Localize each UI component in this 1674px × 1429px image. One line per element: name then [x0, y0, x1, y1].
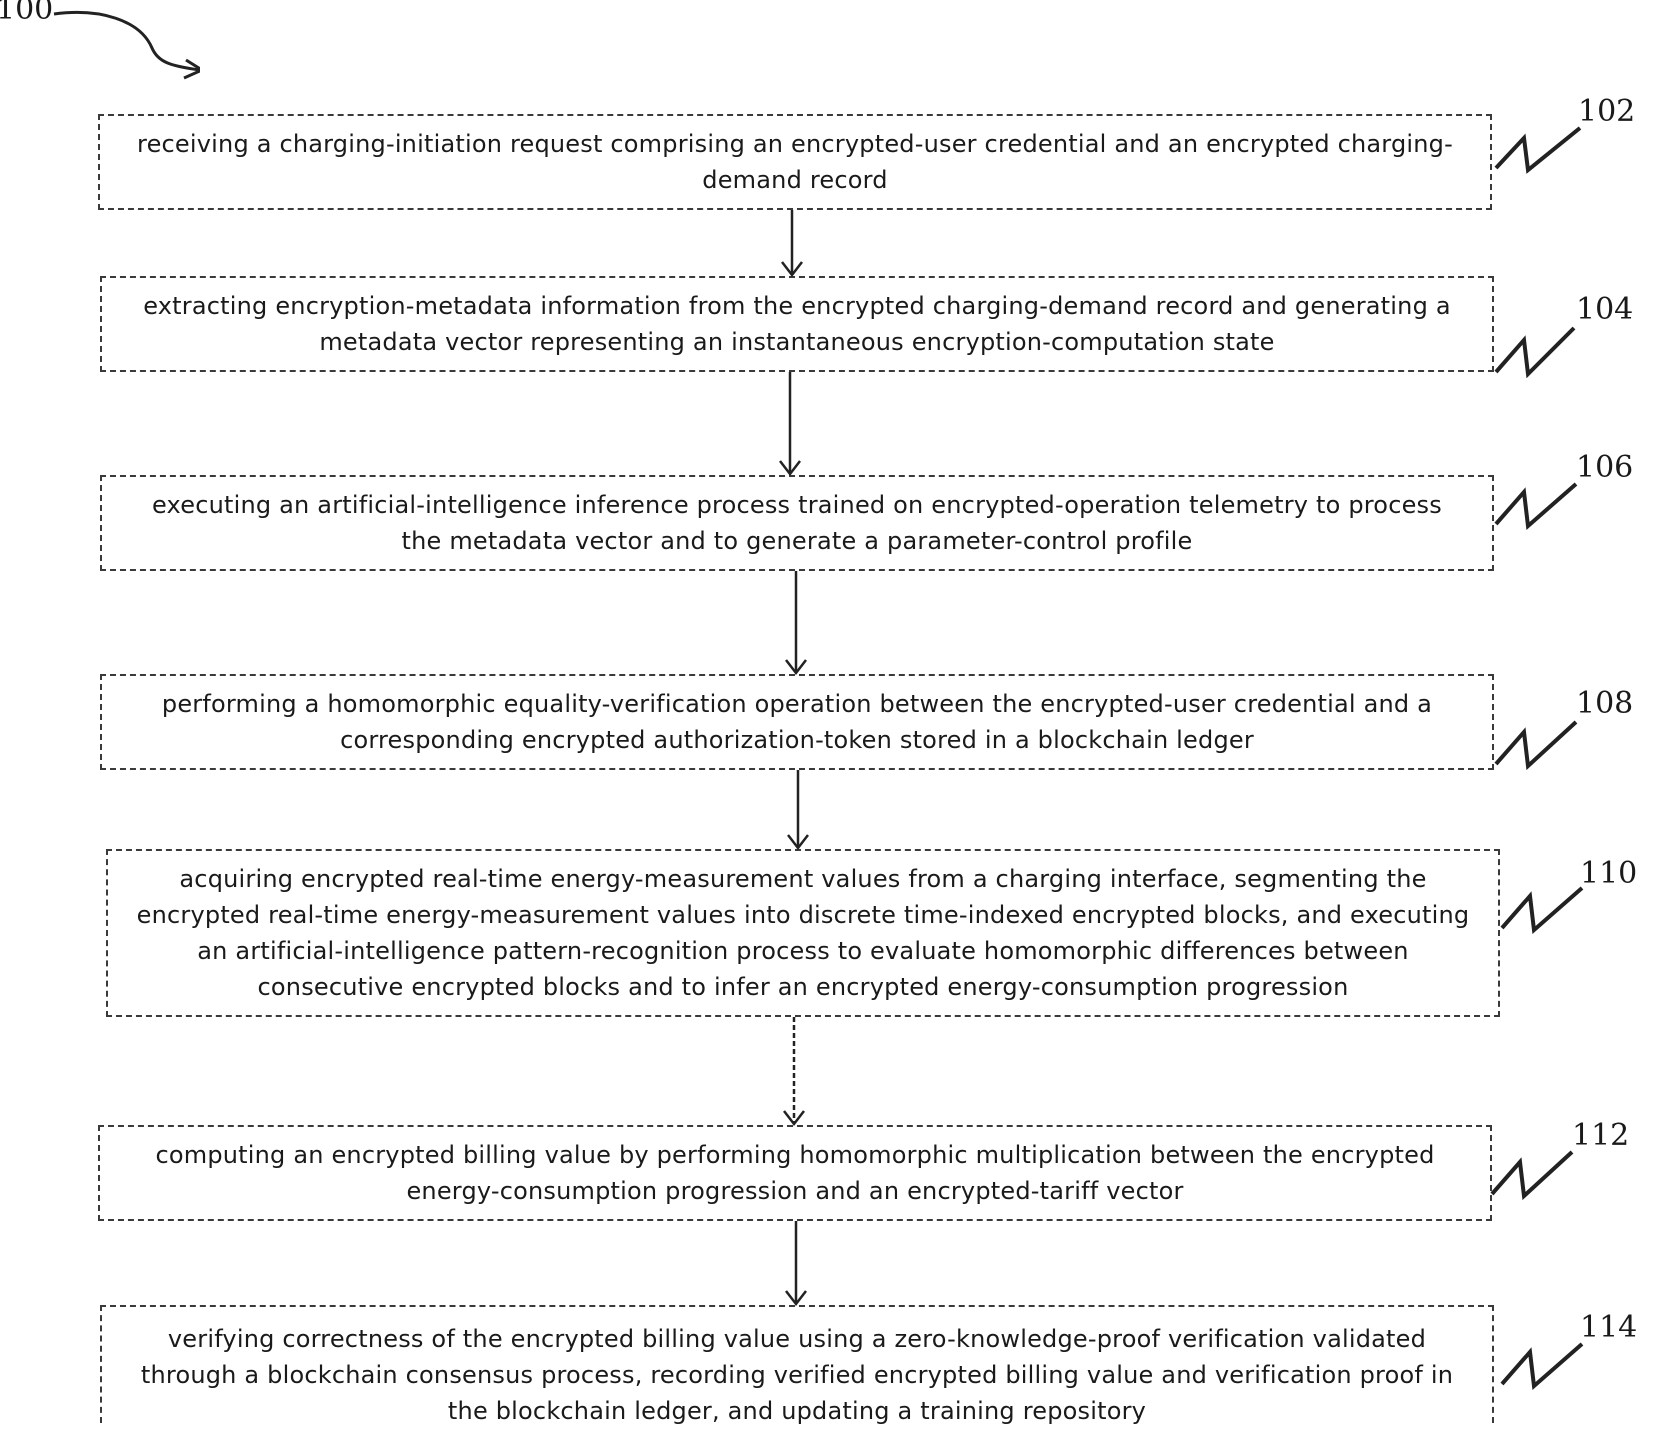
- zigzag-leader-102: [1494, 120, 1584, 180]
- zigzag-leader-108: [1494, 712, 1584, 772]
- ref-106: 106: [1576, 450, 1633, 485]
- zigzag-leader-104: [1494, 318, 1584, 378]
- ref-112: 112: [1572, 1118, 1629, 1153]
- ref-108: 108: [1576, 686, 1633, 721]
- ref-104: 104: [1576, 292, 1633, 327]
- ref-102: 102: [1578, 94, 1635, 129]
- zigzag-leader-112: [1490, 1142, 1580, 1202]
- zigzag-leader-106: [1494, 474, 1584, 534]
- zigzag-leader-114: [1500, 1334, 1590, 1394]
- zigzag-leader-110: [1500, 878, 1590, 938]
